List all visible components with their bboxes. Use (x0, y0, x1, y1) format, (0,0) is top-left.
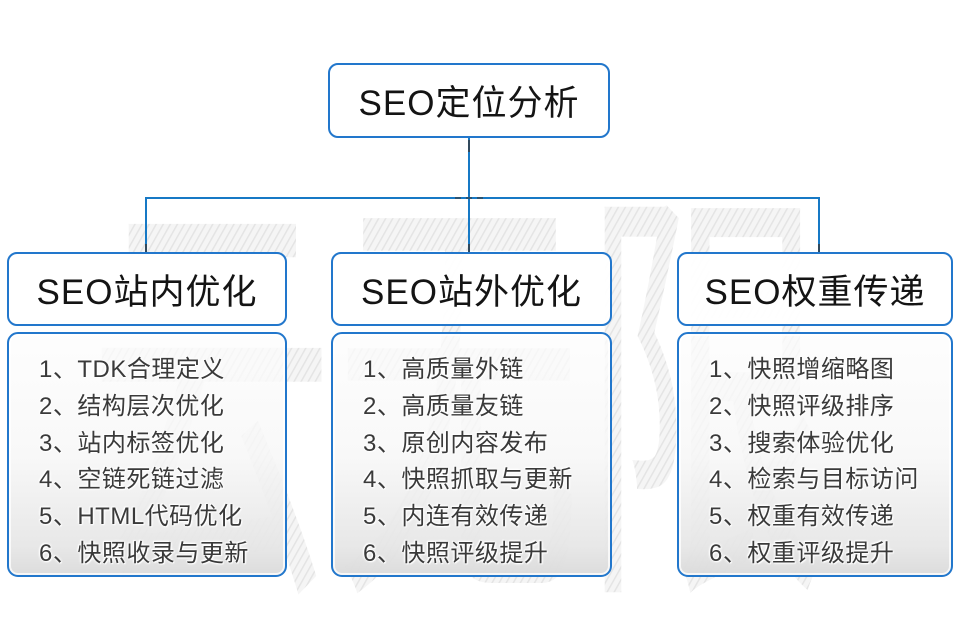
list-panel-onsite: 1、TDK合理定义 2、结构层次优化 3、站内标签优化 4、空链死链过滤 5、H… (7, 332, 287, 577)
list-item: 5、内连有效传递 (363, 503, 549, 531)
list-item: 1、快照增缩略图 (709, 356, 895, 383)
root-node: SEO定位分析 (328, 63, 610, 138)
branch-node-offsite: SEO站外优化 (331, 252, 612, 326)
list-item: 2、高质量友链 (363, 392, 524, 420)
connector-root-stem (468, 138, 470, 198)
list-item: 6、权重评级提升 (709, 539, 895, 567)
list-item: 3、原创内容发布 (363, 429, 549, 457)
branch-node-title: SEO站内优化 (36, 272, 258, 312)
list-item: 5、HTML代码优化 (39, 503, 243, 531)
list-item: 6、快照评级提升 (363, 539, 549, 567)
branch-node-title: SEO权重传递 (704, 272, 926, 312)
anchor-dash-center (468, 244, 470, 252)
list-item: 2、结构层次优化 (39, 392, 225, 420)
list-item: 2、快照评级排序 (709, 392, 895, 420)
branch-node-title: SEO站外优化 (361, 272, 582, 312)
branch-node-weight: SEO权重传递 (677, 252, 953, 326)
list-panel-weight: 1、快照增缩略图 2、快照评级排序 3、搜索体验优化 4、检索与目标访问 5、权… (677, 332, 953, 577)
anchor-dash-cross (455, 197, 483, 199)
list-item: 3、搜索体验优化 (709, 429, 895, 457)
connector-drop-right (818, 197, 820, 253)
branch-node-onsite: SEO站内优化 (7, 252, 287, 326)
list-item: 4、空链死链过滤 (39, 466, 225, 494)
list-item: 6、快照收录与更新 (39, 539, 249, 567)
list-panel-offsite: 1、高质量外链 2、高质量友链 3、原创内容发布 4、快照抓取与更新 5、内连有… (331, 332, 612, 577)
list-item: 5、权重有效传递 (709, 503, 895, 531)
connector-drop-left (145, 197, 147, 253)
root-node-title: SEO定位分析 (358, 84, 580, 123)
list-item: 1、TDK合理定义 (39, 356, 225, 383)
list-item: 4、检索与目标访问 (709, 466, 919, 494)
anchor-dash-root (468, 140, 470, 152)
list-item: 1、高质量外链 (363, 356, 524, 383)
list-item: 4、快照抓取与更新 (363, 466, 573, 494)
anchor-dash-left (145, 244, 147, 252)
anchor-dash-right (818, 244, 820, 252)
list-item: 3、站内标签优化 (39, 429, 225, 457)
connector-drop-center (468, 197, 470, 253)
